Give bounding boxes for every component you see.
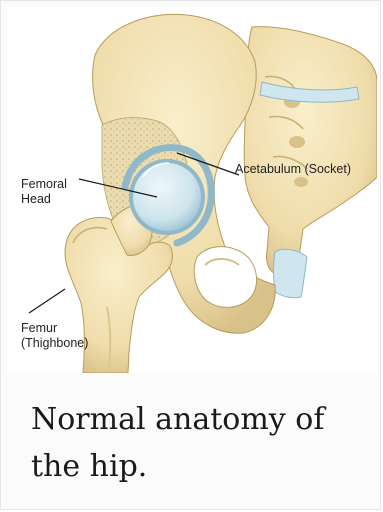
femur-label: Femur (Thighbone) [21,321,88,351]
figure-caption: Normal anatomy of the hip. [31,396,361,490]
sacrum [244,27,377,275]
acetabulum-label: Acetabulum (Socket) [235,162,351,177]
pubic-symphysis [274,249,308,297]
femoral-head [129,159,205,235]
hip-anatomy-illustration: Femoral Head Acetabulum (Socket) Femur (… [7,7,377,373]
femur-leader-line [29,289,65,313]
femoral-head-label: Femoral Head [21,177,67,207]
